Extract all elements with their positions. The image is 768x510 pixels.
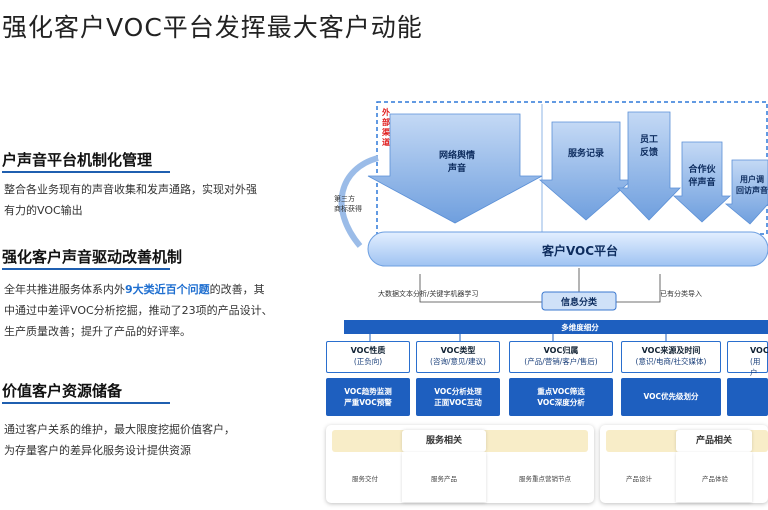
category-box-2: VOC类型 (咨询/意见/建议) (416, 341, 500, 373)
category-3-name: VOC归属 (543, 346, 579, 355)
voc-diagram: 外部渠道 第三方 商标获得 网络舆情 声音 服务记录 员工 反馈 合作伙 伴声音… (320, 98, 768, 510)
section-2-line-1-pre: 全年共推进服务体系内外 (4, 283, 125, 296)
section-2-underline (2, 268, 170, 270)
section-2-line-3: 生产质量改善；提升了产品的好评率。 (4, 325, 191, 338)
product-tag: 产品相关 (676, 430, 752, 452)
product-item-1: 产品设计 (626, 475, 652, 483)
multi-dim-bar (344, 320, 768, 334)
section-2-title: 强化客户声音驱动改善机制 (2, 248, 183, 266)
section-2-text: 全年共推进服务体系内外9大类近百个问题的改善，其 中通过中差评VOC分析挖掘，推… (4, 279, 306, 342)
service-tag-column (402, 452, 486, 502)
third-party-label: 第三方 商标获得 (334, 195, 362, 213)
flow-line-right (616, 274, 661, 303)
service-item-1: 服务交付 (352, 475, 378, 483)
multi-dim-label: 多维度细分 (561, 323, 599, 332)
section-1-underline (2, 171, 170, 173)
section-2-line-1: 全年共推进服务体系内外9大类近百个问题的改善，其 (4, 279, 306, 300)
platform-label: 客户VOC平台 (541, 244, 619, 258)
source-label-5: 用户调 回访声音 (736, 175, 768, 195)
action-1-line-1: VOC趋势监测 (344, 387, 392, 396)
source-arrow-1 (367, 113, 543, 224)
section-1-line-2: 有力的VOC输出 (4, 204, 83, 217)
category-5-sub: (用户 (750, 357, 761, 377)
category-box-3: VOC归属 (产品/营销/客户/售后) (509, 341, 613, 373)
info-class-label: 信息分类 (560, 298, 597, 308)
third-party-arrow (338, 155, 379, 248)
section-3-title: 价值客户资源储备 (2, 382, 123, 400)
section-3-underline (2, 402, 170, 404)
info-class-box (541, 291, 617, 311)
right-note: 已有分类导入 (660, 290, 702, 298)
source-arrow-3 (617, 111, 681, 221)
action-3-line-2: VOC深度分析 (537, 398, 585, 407)
page-title: 强化客户VOC平台发挥最大客户动能 (2, 13, 423, 42)
section-1-line-1: 整合各业务现有的声音收集和发声通路，实现对外强 (4, 183, 257, 196)
category-box-4: VOC来源及时间 (意识/电商/社交媒体) (621, 341, 721, 373)
section-1-title: 户声音平台机制化管理 (2, 151, 153, 169)
action-box-1: VOC趋势监测严重VOC预警 (326, 378, 410, 416)
section-2-line-2: 中通过中差评VOC分析挖掘，推动了23项的产品设计、 (4, 304, 273, 317)
product-tag-column (676, 452, 752, 502)
section-3-line-2: 为存量客户的差异化服务设计提供资源 (4, 444, 191, 457)
section-3-line-1: 通过客户关系的维护，最大限度挖掘价值客户， (4, 423, 235, 436)
action-2-line-2: 正面VOC互动 (434, 398, 482, 407)
service-tag: 服务相关 (402, 430, 486, 452)
action-2-line-1: VOC分析处理 (434, 387, 482, 396)
source-label-3: 员工 反馈 (639, 135, 658, 158)
source-arrow-4 (672, 141, 732, 223)
source-arrow-5 (724, 159, 768, 225)
category-4-sub: (意识/电商/社交媒体) (635, 357, 707, 366)
category-5-name: VOC (750, 346, 768, 355)
source-label-2: 服务记录 (567, 149, 604, 159)
source-label-4: 合作伙 伴声音 (688, 165, 716, 188)
category-box-5: VOC (用户 (727, 341, 768, 377)
service-item-3: 服务重点营销节点 (519, 475, 571, 483)
action-4-line-1: VOC优先级划分 (643, 392, 699, 401)
source-label-1: 网络舆情 声音 (438, 151, 475, 174)
action-3-line-1: 重点VOC筛选 (537, 387, 585, 396)
action-box-4: VOC优先级划分 (621, 378, 721, 416)
category-2-sub: (咨询/意见/建议) (430, 357, 486, 366)
action-box-3: 重点VOC筛选 VOC深度分析 (509, 378, 613, 416)
section-2-line-1-post: 的改善，其 (209, 283, 265, 296)
action-1-line-2: 严重VOC预警 (344, 398, 392, 407)
section-3-text: 通过客户关系的维护，最大限度挖掘价值客户， 为存量客户的差异化服务设计提供资源 (4, 419, 306, 461)
diagram-graphics (338, 101, 768, 341)
service-item-2: 服务产品 (431, 475, 457, 483)
section-1-text: 整合各业务现有的声音收集和发声通路，实现对外强 有力的VOC输出 (4, 179, 306, 221)
flow-line-left (419, 274, 542, 303)
product-item-2: 产品体验 (702, 475, 728, 483)
action-box-5 (727, 378, 768, 416)
category-4-name: VOC来源及时间 (641, 346, 701, 355)
action-box-2: VOC分析处理正面VOC互动 (416, 378, 500, 416)
source-arrow-2 (538, 121, 634, 221)
category-3-sub: (产品/营销/客户/售后) (524, 357, 598, 366)
category-2-name: VOC类型 (440, 346, 476, 355)
category-box-1: VOC性质 (正负向) (326, 341, 410, 373)
left-note: 大数据文本分析/关键字机器学习 (378, 290, 479, 298)
category-1-sub: (正负向) (353, 357, 383, 366)
category-1-name: VOC性质 (350, 346, 386, 355)
platform-pill (367, 231, 768, 267)
section-2-highlight: 9大类近百个问题 (125, 283, 210, 296)
external-channel-label: 外部渠道 (382, 108, 390, 147)
